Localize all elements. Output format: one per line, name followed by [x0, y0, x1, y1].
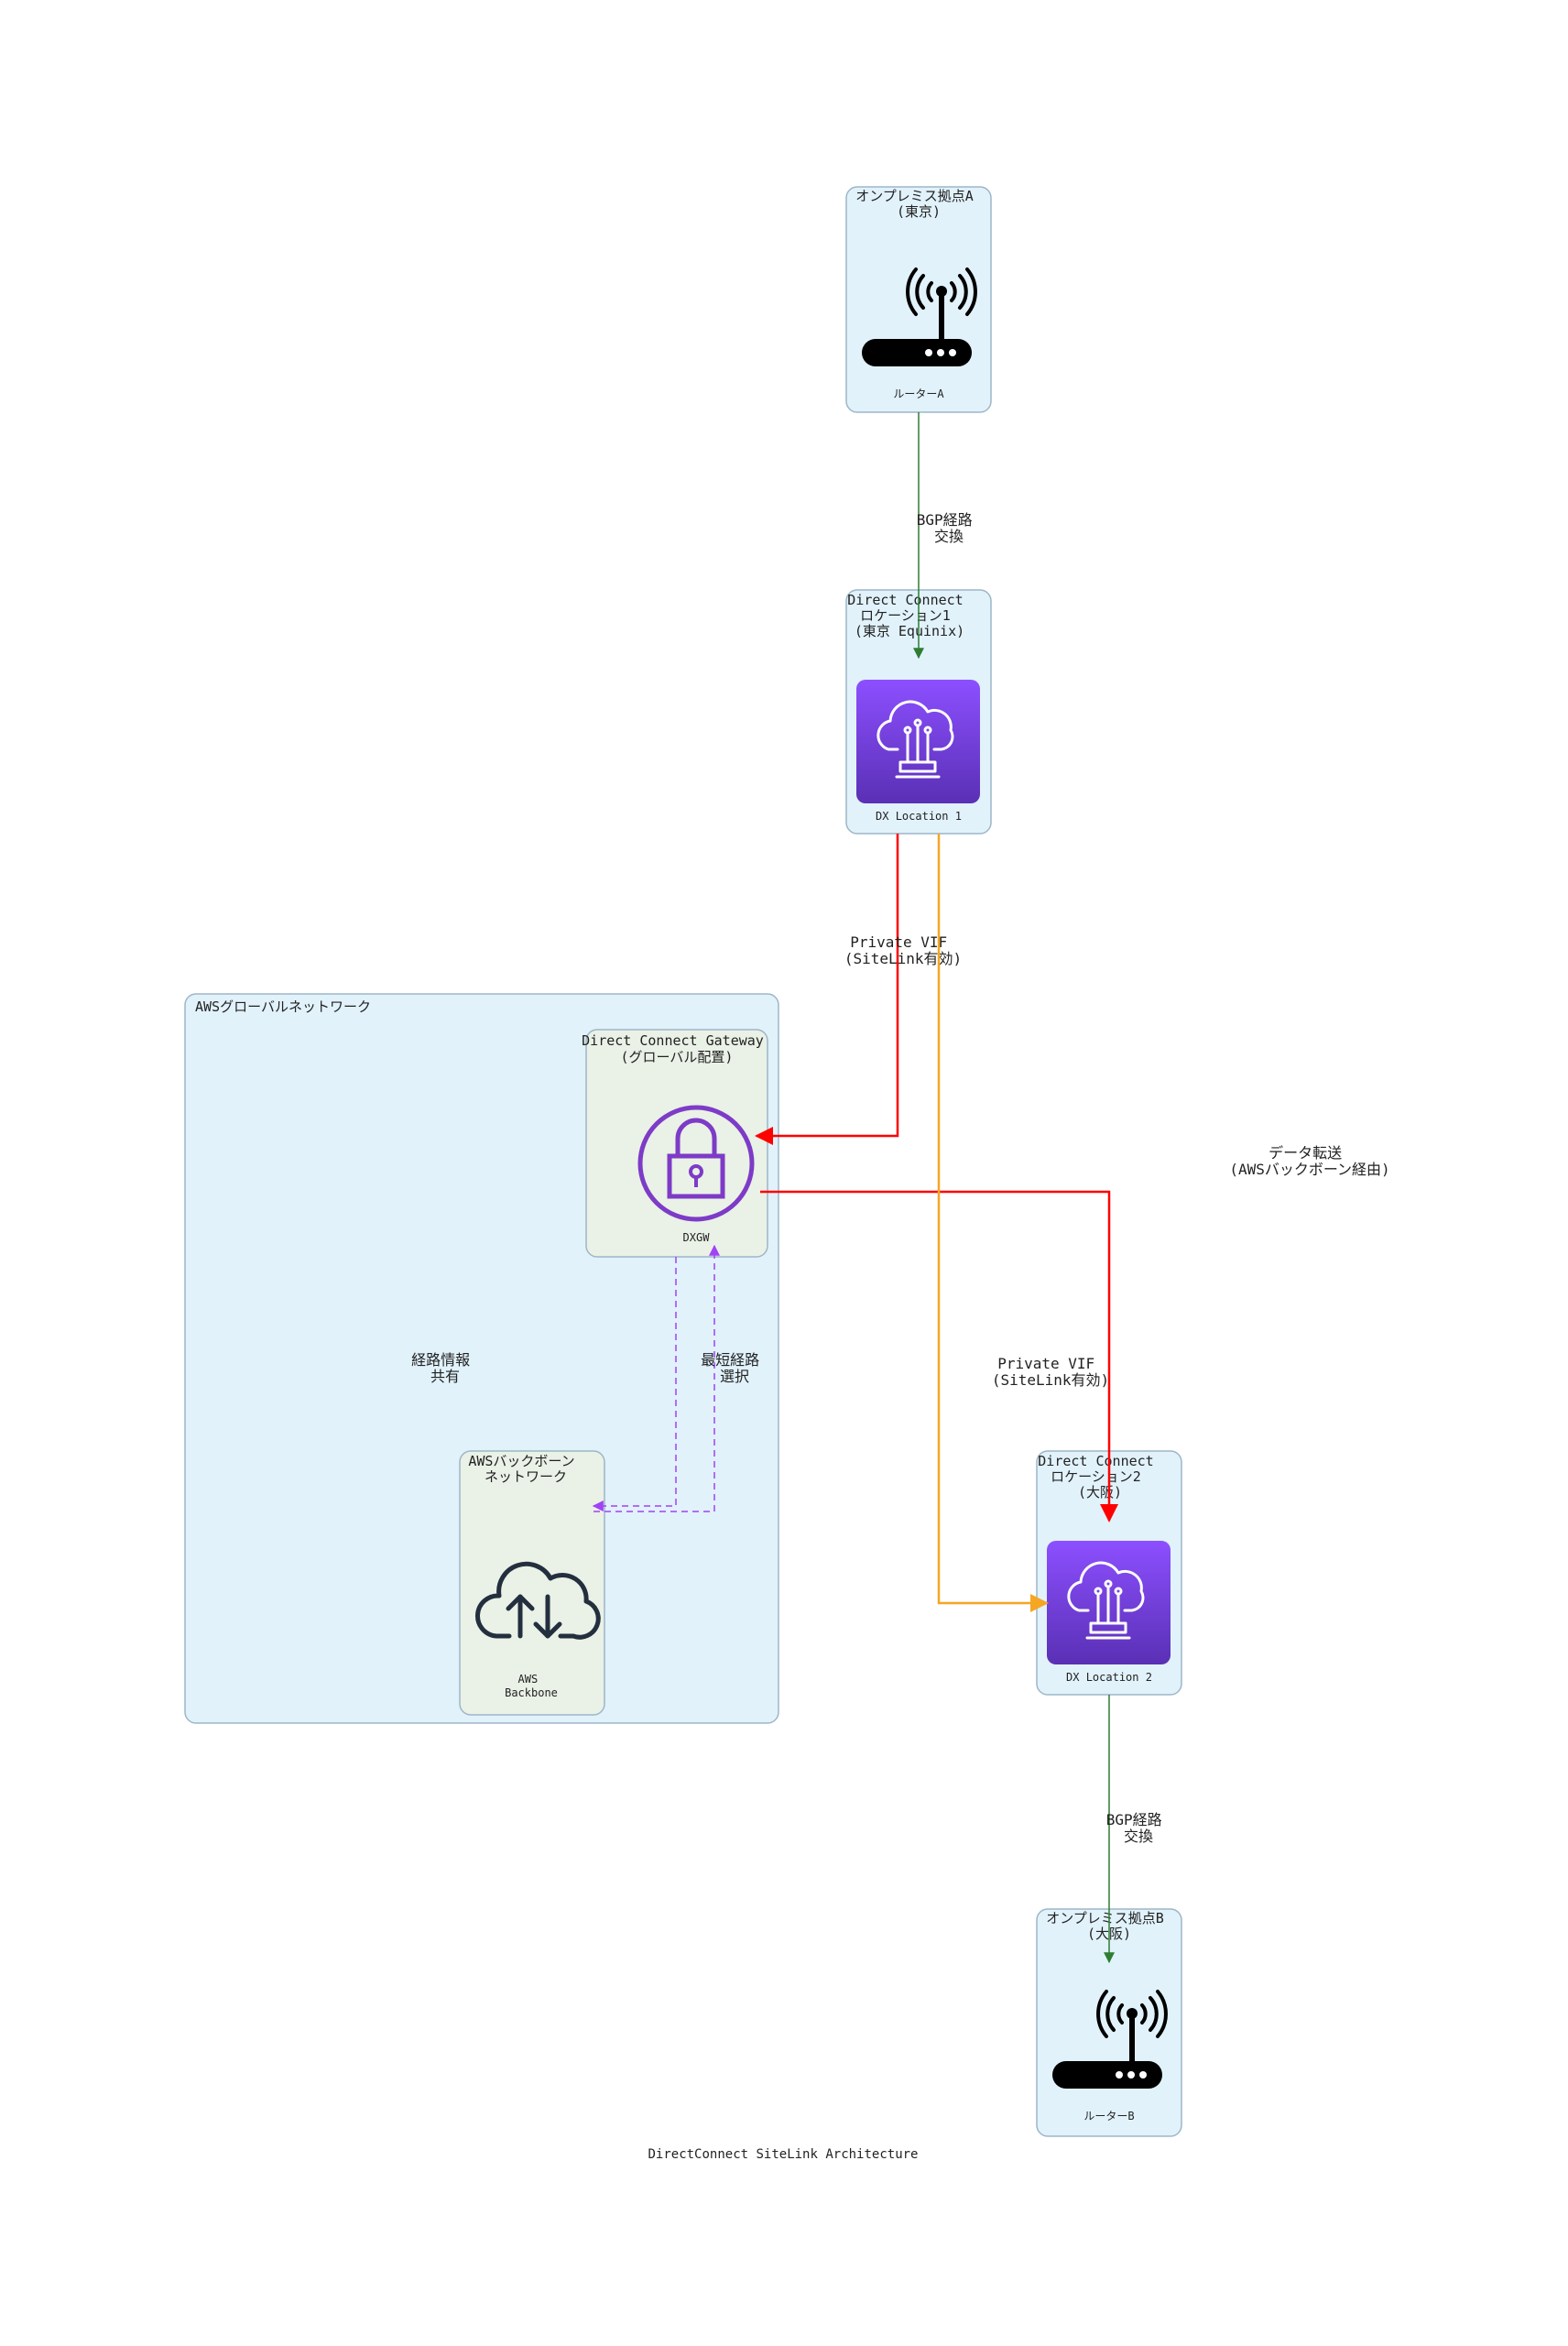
cluster-title-line: AWSバックボーン [468, 1453, 574, 1469]
edge-label-line: データ転送 [1269, 1144, 1342, 1162]
edge-label-bgp-a: BGP経路 交換 [917, 511, 982, 545]
direct-connect-icon [1047, 1541, 1171, 1664]
node-label-line: Backbone [505, 1686, 558, 1699]
svg-text:AWS Backbone: AWS Backbone [505, 1673, 558, 1699]
cluster-title-line: (グローバル配置) [621, 1049, 734, 1065]
edge-label-line: 経路情報 [411, 1351, 470, 1369]
cluster-title-line: ロケーション1 [860, 607, 951, 624]
node-label-line: AWS [518, 1673, 539, 1686]
edge-label-line: 選択 [720, 1368, 749, 1385]
router-antenna-icon [862, 267, 977, 366]
cluster-title-line: (大阪) [1078, 1484, 1122, 1500]
cluster-title-line: Direct Connect Gateway [582, 1032, 764, 1049]
cluster-title-line: オンプレミス拠点B [1046, 1910, 1164, 1926]
edge-label-line: 交換 [934, 528, 964, 545]
edge-private-vif-dxgw-to-dx2 [760, 1190, 1118, 1522]
cluster-title-line: Direct Connect [1038, 1453, 1153, 1469]
edge-label-line: (AWSバックボーン経由) [1229, 1161, 1389, 1178]
svg-text:Direct Connect Gateway (: Direct Connect Gateway (グローバル配置) [582, 1032, 772, 1065]
edge-label-route-share: 経路情報 共有 [411, 1351, 479, 1385]
node-label-dx-location-2: DX Location 2 [1066, 1671, 1152, 1684]
edge-label-line: 共有 [430, 1368, 460, 1385]
node-label-dxgw: DXGW [683, 1231, 711, 1244]
cluster-title-line: ネットワーク [485, 1468, 567, 1485]
router-antenna-icon [1052, 1990, 1168, 2089]
padlock-gateway-icon [637, 1105, 755, 1222]
edge-label-line: 最短経路 [701, 1351, 759, 1369]
edge-route-share-dxgw-to-backbone [592, 1257, 677, 1511]
cluster-title: AWSグローバルネットワーク [195, 998, 371, 1015]
node-label-router-a: ルーターA [893, 387, 944, 400]
cluster-direct-connect-gateway: Direct Connect Gateway (グローバル配置) DXGW [582, 1029, 772, 1258]
direct-connect-icon [856, 680, 980, 803]
cluster-title-line: (東京) [897, 203, 941, 220]
diagram-caption: DirectConnect SiteLink Architecture [648, 2147, 918, 2162]
edge-label-shortest-route: 最短経路 選択 [701, 1351, 768, 1385]
svg-text:Direct Connect ロケーション2: Direct Connect ロケーション2 (大阪) [1038, 1453, 1161, 1500]
edge-label-data-transfer: データ転送 (AWSバックボーン経由) [1229, 1144, 1389, 1178]
edge-label-line: Private VIF [997, 1355, 1094, 1372]
cluster-dx-location-1: Direct Connect ロケーション1 (東京 Equinix) DX L… [845, 589, 992, 835]
edge-label-vif-1: Private VIF (SiteLink有効) [844, 933, 962, 967]
cluster-onprem-site-a: オンプレミス拠点A (東京) ルーターA [845, 186, 992, 413]
cluster-onprem-site-b: オンプレミス拠点B (大阪) ルーターB [1036, 1908, 1182, 2137]
edge-label-line: BGP経路 [917, 511, 973, 529]
edge-data-transfer-dx1-to-dx2 [937, 834, 1049, 1612]
cluster-title-line: (東京 Equinix) [855, 623, 964, 639]
cloud-upload-download-icon [475, 1561, 601, 1640]
cluster-title-line: Direct Connect [847, 592, 963, 608]
edge-shortest-route-backbone-to-dxgw [593, 1244, 720, 1512]
svg-text:Direct Connect ロケーション1: Direct Connect ロケーション1 (東京 Equinix) [847, 592, 971, 639]
edge-label-line: (SiteLink有効) [844, 950, 962, 967]
cluster-aws-backbone-network: AWSバックボーン ネットワーク AWS Backbone [459, 1450, 605, 1716]
svg-text:AWSバックボーン ネットワーク: AWSバックボーン ネットワーク [468, 1453, 583, 1485]
edge-label-bgp-b: BGP経路 交換 [1106, 1811, 1171, 1845]
edge-label-line: (SiteLink有効) [992, 1371, 1109, 1389]
edge-label-line: BGP経路 [1106, 1811, 1162, 1828]
edge-label-vif-2: Private VIF (SiteLink有効) [992, 1355, 1109, 1389]
svg-text:オンプレミス拠点A (東京): オンプレミス拠点A (東京) [855, 188, 982, 220]
node-label-dx-location-1: DX Location 1 [876, 810, 962, 823]
node-label-router-b: ルーターB [1083, 2110, 1134, 2122]
cluster-title-line: オンプレミス拠点A [855, 188, 974, 204]
edge-label-line: 交換 [1124, 1828, 1153, 1845]
edge-private-vif-dx1-to-dxgw [755, 834, 899, 1145]
cluster-title-line: ロケーション2 [1051, 1468, 1141, 1485]
edge-label-line: Private VIF [850, 933, 947, 951]
